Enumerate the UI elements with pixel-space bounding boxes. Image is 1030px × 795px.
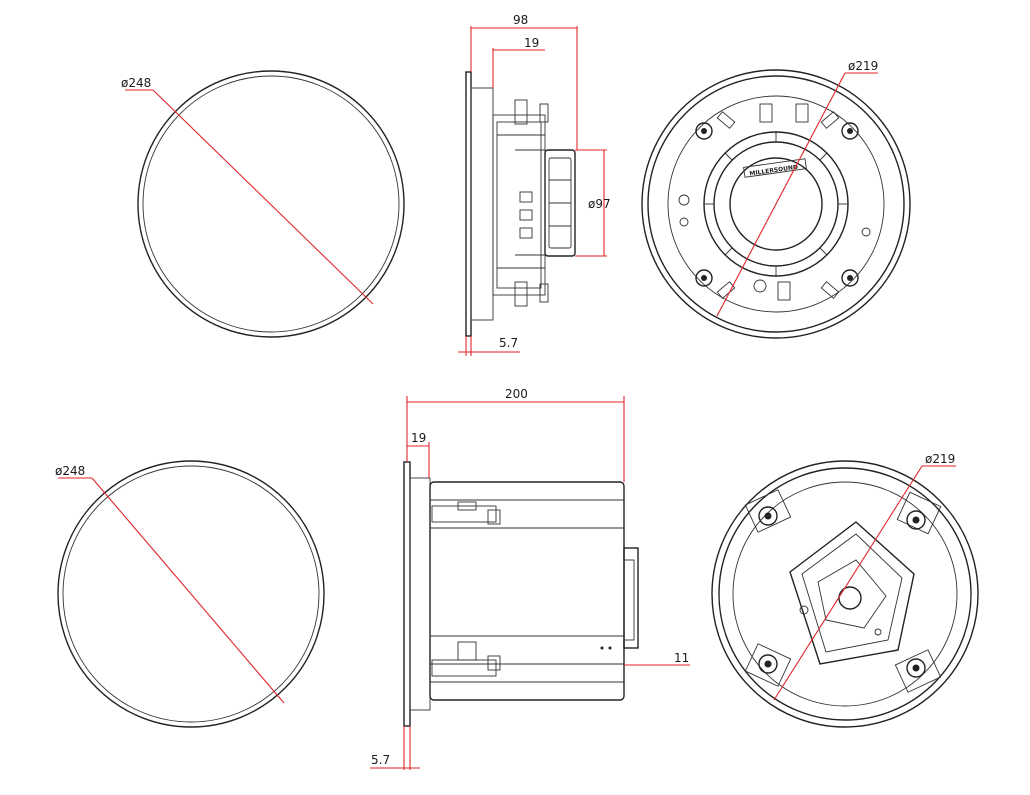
bottom-rear-view: ø219: [711, 452, 979, 728]
top-face-view: ø248: [121, 70, 405, 338]
top-side-depth-label: 98: [513, 13, 528, 27]
bottom-side-depth-label: 200: [505, 387, 528, 401]
top-side-driver-label: ø97: [588, 197, 611, 211]
top-side-flange-label: 19: [524, 36, 539, 50]
bottom-side-bezel-label: 5.7: [371, 753, 390, 767]
top-side-bezel-label: 5.7: [499, 336, 518, 350]
top-rear-diameter-label: ø219: [848, 59, 878, 73]
top-side-view: 98 19 ø97 5.7: [458, 13, 611, 356]
bottom-side-offset-label: 11: [674, 651, 689, 665]
bottom-face-view: ø248: [55, 460, 325, 728]
bottom-side-flange-label: 19: [411, 431, 426, 445]
bottom-rear-screw-group: [744, 489, 942, 693]
top-rear-screw-group: [695, 122, 859, 287]
bottom-face-diameter-label: ø248: [55, 464, 85, 478]
bottom-side-view: 200 19 11 5.7: [370, 387, 690, 770]
bottom-rear-diameter-label: ø219: [925, 452, 955, 466]
top-face-diameter-label: ø248: [121, 76, 151, 90]
top-rear-view: MILLERSOUND ø219: [641, 59, 911, 339]
